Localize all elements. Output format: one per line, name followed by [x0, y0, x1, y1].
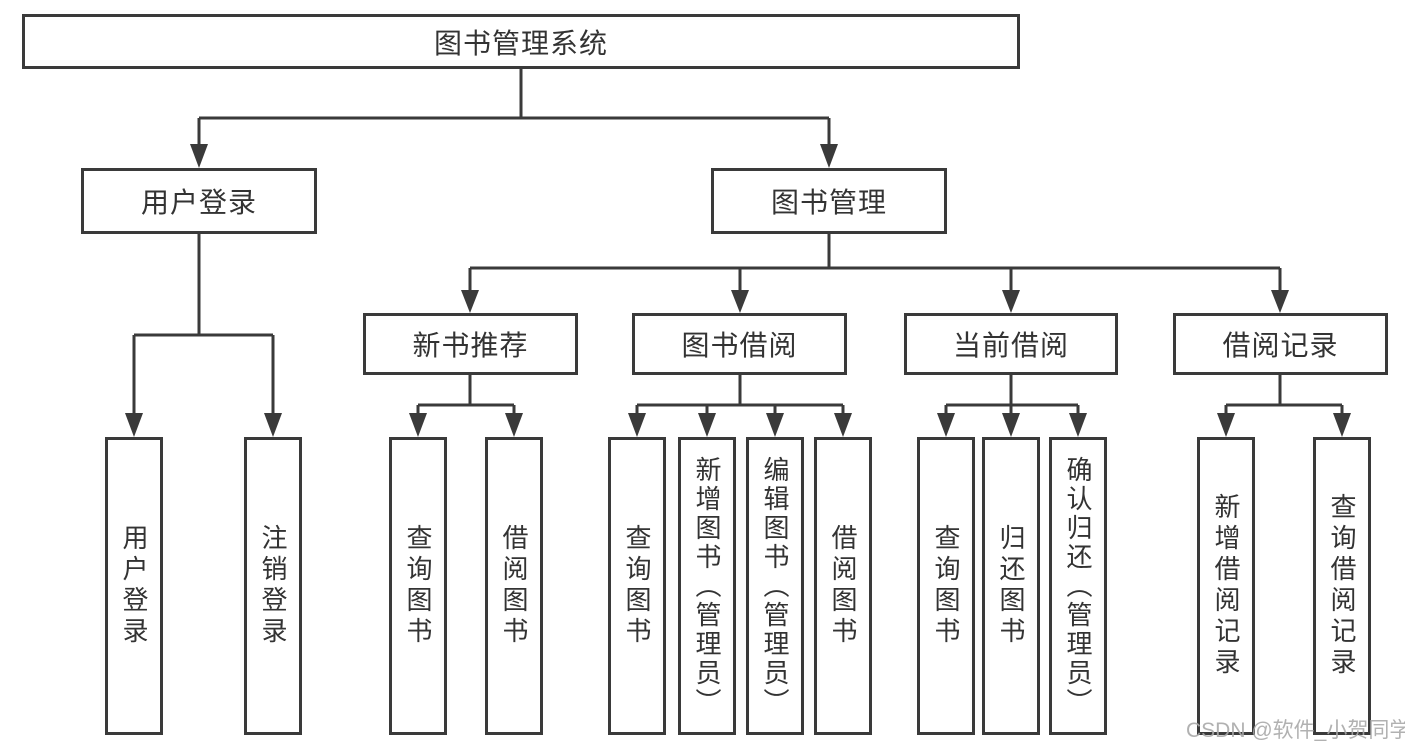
leaf-query-borrow-record: 查询借阅记录	[1313, 437, 1371, 735]
node-borrow-records-label: 借阅记录	[1222, 330, 1339, 361]
leaf-add-borrow-record-label: 新增借阅记录	[1211, 493, 1241, 679]
arrowhead	[628, 413, 646, 437]
arrowhead	[461, 290, 479, 313]
arrowhead	[731, 290, 749, 313]
leaf-query-books-recommend-label: 查询图书	[403, 524, 433, 648]
leaf-edit-book-admin-label: 编辑图书（管理员）	[760, 455, 790, 717]
arrowhead	[1002, 290, 1020, 313]
node-current-borrow-label: 当前借阅	[952, 330, 1069, 361]
connector-new-book-recommend-to-leaves	[409, 375, 523, 437]
arrowhead	[834, 413, 852, 437]
arrowhead	[1069, 413, 1087, 437]
node-user-login-label: 用户登录	[140, 187, 257, 218]
connector-book-management-to-level3	[461, 234, 1289, 313]
arrowhead	[820, 144, 838, 168]
leaf-confirm-return-admin-label: 确认归还（管理员）	[1063, 455, 1093, 717]
node-book-borrow: 图书借阅	[632, 313, 847, 375]
leaf-query-borrow-record-label: 查询借阅记录	[1327, 493, 1357, 679]
leaf-edit-book-admin: 编辑图书（管理员）	[746, 437, 804, 735]
arrowhead	[409, 413, 427, 437]
leaf-query-books-borrow-label: 查询图书	[622, 524, 652, 648]
arrowhead	[1002, 413, 1020, 437]
arrowhead	[1271, 290, 1289, 313]
leaf-return-book-label: 归还图书	[996, 524, 1026, 648]
leaf-borrow-books-recommend: 借阅图书	[485, 437, 543, 735]
leaf-query-books-current-label: 查询图书	[931, 524, 961, 648]
arrowhead	[190, 144, 208, 168]
node-root: 图书管理系统	[22, 14, 1020, 69]
node-book-borrow-label: 图书借阅	[681, 330, 798, 361]
node-book-management: 图书管理	[711, 168, 947, 234]
connector-user-login-to-leaves	[125, 234, 282, 437]
arrowhead	[698, 413, 716, 437]
leaf-query-books-recommend: 查询图书	[389, 437, 447, 735]
connector-root-to-level2	[190, 69, 838, 168]
leaf-add-book-admin: 新增图书（管理员）	[678, 437, 736, 735]
connector-current-borrow-to-leaves	[937, 375, 1087, 437]
leaf-query-books-current: 查询图书	[917, 437, 975, 735]
leaf-add-book-admin-label: 新增图书（管理员）	[692, 455, 722, 717]
leaf-add-borrow-record: 新增借阅记录	[1197, 437, 1255, 735]
leaf-return-book: 归还图书	[982, 437, 1040, 735]
node-root-label: 图书管理系统	[433, 27, 608, 59]
arrowhead	[937, 413, 955, 437]
node-book-management-label: 图书管理	[770, 187, 887, 218]
leaf-user-login: 用户登录	[105, 437, 163, 735]
leaf-borrow-books-label: 借阅图书	[828, 524, 858, 648]
leaf-borrow-books: 借阅图书	[814, 437, 872, 735]
leaf-logout-label: 注销登录	[258, 524, 288, 648]
leaf-borrow-books-recommend-label: 借阅图书	[499, 524, 529, 648]
leaf-confirm-return-admin: 确认归还（管理员）	[1049, 437, 1107, 735]
node-user-login: 用户登录	[81, 168, 317, 234]
arrowhead	[766, 413, 784, 437]
leaf-user-login-label: 用户登录	[119, 524, 149, 648]
connector-borrow-records-to-leaves	[1217, 375, 1351, 437]
arrowhead	[125, 413, 143, 437]
node-current-borrow: 当前借阅	[904, 313, 1118, 375]
arrowhead	[1333, 413, 1351, 437]
leaf-query-books-borrow: 查询图书	[608, 437, 666, 735]
arrowhead	[264, 413, 282, 437]
node-borrow-records: 借阅记录	[1173, 313, 1388, 375]
connector-book-borrow-to-leaves	[628, 375, 852, 437]
node-new-book-recommend: 新书推荐	[363, 313, 578, 375]
leaf-logout: 注销登录	[244, 437, 302, 735]
node-new-book-recommend-label: 新书推荐	[412, 330, 529, 361]
arrowhead	[505, 413, 523, 437]
arrowhead	[1217, 413, 1235, 437]
csdn-watermark: CSDN @软件_小贺同学	[1186, 719, 1405, 742]
